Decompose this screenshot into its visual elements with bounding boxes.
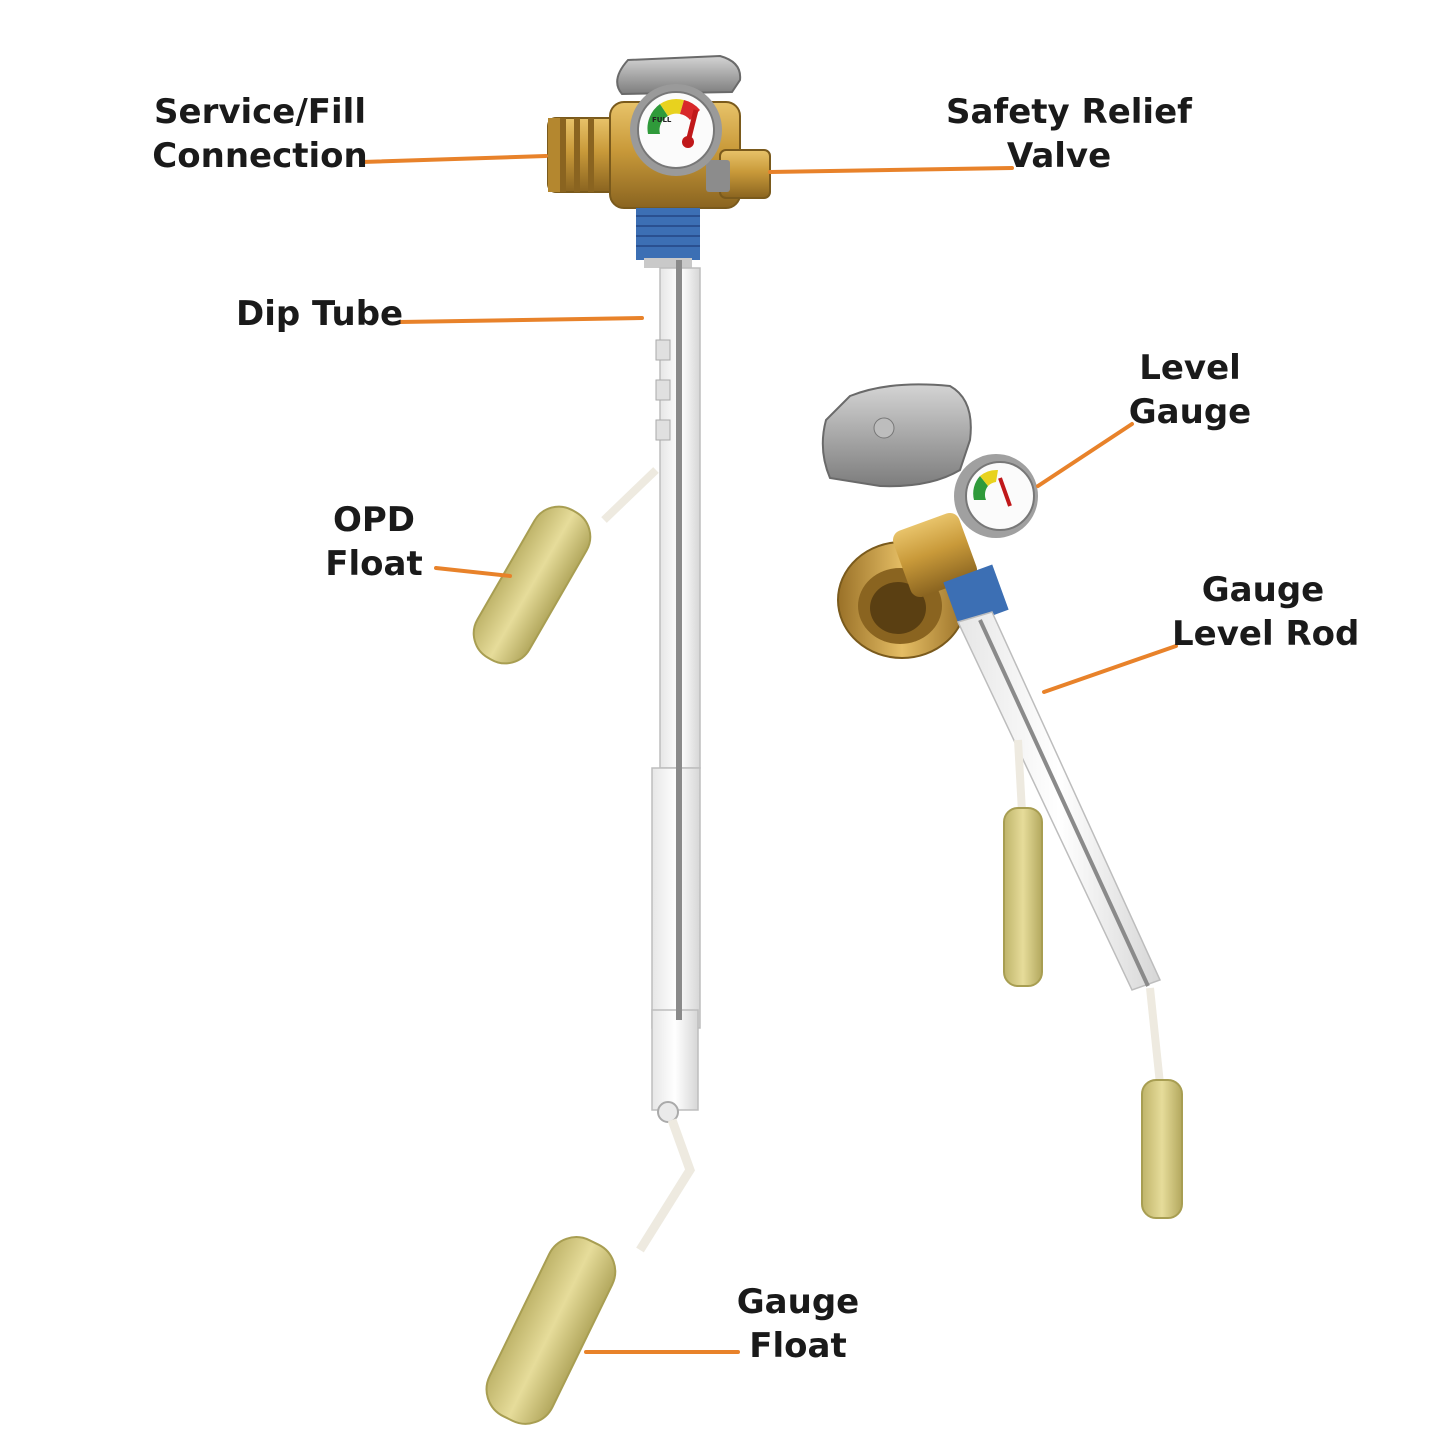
label-line: Gauge <box>736 1282 860 1322</box>
level-gauge-dial <box>954 454 1038 538</box>
label-level-gauge: Level Gauge <box>1126 346 1254 434</box>
label-line: Service/Fill <box>154 92 366 132</box>
dip-tube <box>651 260 701 1123</box>
label-line: Connection <box>152 136 368 176</box>
left-valve-assembly: FULL <box>472 54 771 1425</box>
leader-dip-tube <box>398 316 644 324</box>
gauge-dial-text: FULL <box>652 116 672 124</box>
leader-service-fill <box>360 154 548 164</box>
label-line: Level Rod <box>1172 614 1360 654</box>
label-dip-tube: Dip Tube <box>236 292 404 336</box>
label-line: Gauge <box>1128 392 1252 432</box>
label-line: Safety Relief <box>946 92 1192 132</box>
leader-safety-relief <box>768 166 1014 174</box>
brass-body-right <box>837 512 978 659</box>
label-gauge-float: Gauge Float <box>736 1280 860 1368</box>
gauge-dial: FULL <box>630 84 722 176</box>
label-service-fill-connection: Service/Fill Connection <box>150 90 370 178</box>
label-line: Level <box>1139 348 1241 388</box>
leader-gauge-level-rod <box>1042 644 1178 694</box>
label-line: Float <box>749 1326 847 1366</box>
opd-float-right <box>1003 807 1043 987</box>
label-line: Valve <box>1006 136 1112 176</box>
label-safety-relief-valve: Safety Relief Valve <box>946 90 1192 178</box>
label-line: OPD <box>332 500 416 540</box>
leader-lines <box>360 154 1178 1354</box>
label-line: Gauge <box>1201 570 1325 610</box>
right-valve-assembly <box>821 383 1183 1219</box>
opd-float <box>472 467 659 665</box>
threaded-neck <box>636 208 700 268</box>
label-line: Float <box>325 544 423 584</box>
handwheel-handle-right <box>821 383 972 488</box>
label-line: Dip Tube <box>236 294 404 334</box>
label-opd-float: OPD Float <box>320 498 428 586</box>
gauge-float <box>485 1118 695 1425</box>
gauge-float-right <box>1141 1079 1183 1219</box>
gauge-level-rod <box>956 611 1164 1085</box>
leader-level-gauge <box>1036 422 1134 488</box>
leader-opd-float <box>434 566 512 578</box>
label-gauge-level-rod: Gauge Level Rod <box>1172 568 1360 656</box>
